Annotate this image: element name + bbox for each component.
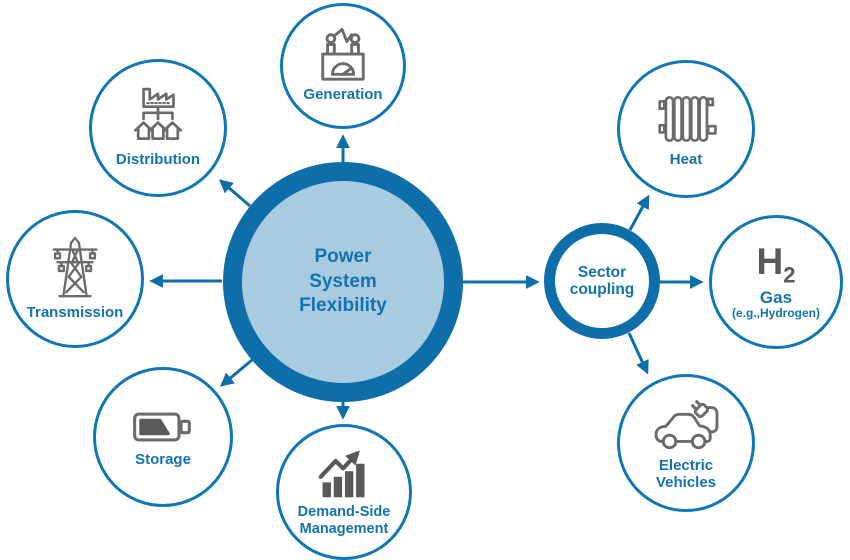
battery-icon bbox=[130, 405, 196, 449]
growth-bar-chart-icon bbox=[314, 447, 374, 501]
node-gas-hydrogen: H2 Gas (e.g.,Hydrogen) bbox=[709, 215, 843, 349]
electric-car-plug-icon bbox=[651, 395, 721, 455]
node-transmission-label: Transmission bbox=[26, 304, 124, 322]
center-node-label: Power System Flexibility bbox=[299, 245, 387, 317]
node-electric-vehicles-label: Electric Vehicles bbox=[655, 456, 717, 491]
h2-subscript: 2 bbox=[783, 262, 796, 288]
node-distribution: Distribution bbox=[89, 59, 227, 197]
node-gas-label: Gas bbox=[759, 287, 793, 307]
node-demand-side-management: Demand-Side Management bbox=[276, 424, 412, 560]
transmission-tower-icon bbox=[43, 236, 107, 302]
node-heat-label: Heat bbox=[669, 151, 703, 169]
radiator-icon bbox=[653, 89, 719, 149]
node-storage: Storage bbox=[93, 367, 233, 507]
arrow-center-to-storage bbox=[219, 358, 253, 387]
node-transmission: Transmission bbox=[6, 210, 144, 348]
arrow-sector-to-ev bbox=[627, 332, 649, 375]
node-generation-label: Generation bbox=[303, 86, 383, 104]
node-generation: Generation bbox=[280, 3, 406, 129]
hub-node-sector-coupling: Sector coupling bbox=[544, 223, 660, 339]
h2-symbol: H2 bbox=[756, 241, 796, 288]
hub-node-label: Sector coupling bbox=[569, 263, 635, 298]
node-electric-vehicles: Electric Vehicles bbox=[617, 374, 755, 512]
arrow-sector-to-heat bbox=[628, 194, 650, 231]
node-storage-label: Storage bbox=[135, 451, 191, 469]
generator-meter-icon bbox=[312, 28, 374, 84]
node-distribution-label: Distribution bbox=[115, 151, 201, 169]
center-node-inner: Power System Flexibility bbox=[242, 181, 444, 383]
node-demand-side-management-label: Demand-Side Management bbox=[297, 504, 391, 537]
arrow-center-to-distribution bbox=[218, 179, 251, 208]
factory-to-houses-icon bbox=[125, 87, 191, 149]
node-heat: Heat bbox=[617, 60, 755, 198]
node-gas-sublabel: (e.g.,Hydrogen) bbox=[731, 306, 820, 321]
center-node-power-system-flexibility: Power System Flexibility bbox=[223, 162, 463, 402]
